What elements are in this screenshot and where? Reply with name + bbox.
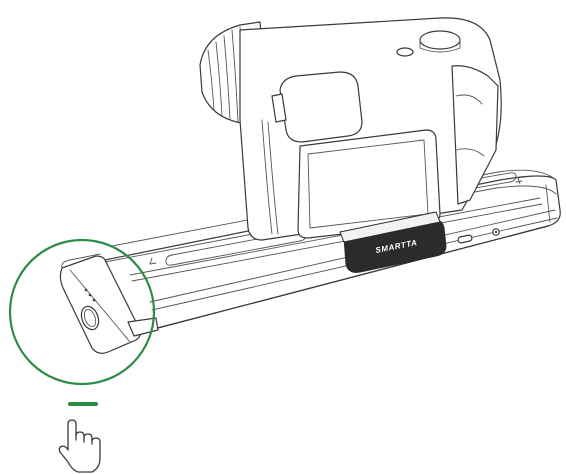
usb-c-port-icon	[457, 234, 473, 244]
side-ports	[457, 228, 500, 244]
power-button-icon[interactable]	[78, 304, 101, 332]
camera	[199, 17, 502, 241]
slider-rail	[94, 169, 561, 334]
left-end-cap	[59, 253, 159, 354]
highlight-circle	[8, 238, 156, 386]
hand-pointer-icon	[58, 419, 101, 473]
led-indicator-icon	[84, 288, 88, 292]
carriage-clamp: SMARTTA	[339, 211, 447, 273]
press-indicator-bar	[68, 402, 98, 406]
